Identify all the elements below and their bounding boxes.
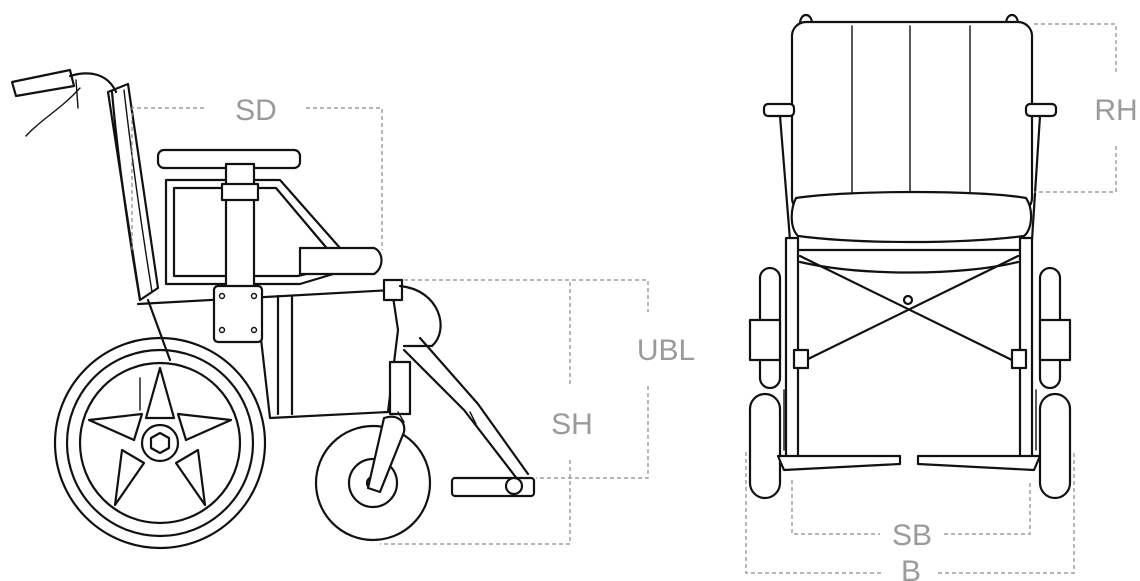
push-handle: [10, 68, 118, 137]
front-backrest: [790, 20, 1034, 214]
armrest-right: [1024, 102, 1058, 118]
front-seat-cushion: [790, 190, 1033, 244]
dimension-rh: RH: [1034, 23, 1138, 193]
side-view: SD UBL SH: [10, 68, 695, 550]
label-rh: RH: [1094, 94, 1137, 127]
rear-wheel: [53, 336, 267, 550]
front-view: RH SB B: [745, 13, 1138, 581]
dimension-b: B: [745, 452, 1075, 581]
caster-right: [1038, 392, 1072, 500]
dimension-sh: SH: [380, 282, 593, 545]
front-leg-footrest: [402, 336, 536, 498]
dimension-sd: SD: [131, 94, 383, 250]
label-sh: SH: [551, 408, 593, 441]
footplate-left: [776, 454, 902, 472]
seat-cushion: [298, 246, 383, 276]
label-sb: SB: [892, 519, 932, 552]
backrest: [106, 82, 160, 302]
dimension-ubl: UBL: [404, 279, 695, 479]
brake-left: [748, 318, 782, 362]
footplate-right: [916, 454, 1042, 472]
caster-wheel: [314, 411, 432, 542]
armrest-left: [762, 102, 796, 118]
label-b: B: [901, 555, 921, 581]
label-ubl: UBL: [637, 334, 695, 367]
caster-left: [748, 392, 782, 500]
front-frame: [784, 236, 1034, 460]
label-sd: SD: [235, 94, 277, 127]
brake-right: [1038, 318, 1072, 362]
side-frame: [136, 278, 442, 420]
dimension-sb: SB: [791, 480, 1031, 552]
